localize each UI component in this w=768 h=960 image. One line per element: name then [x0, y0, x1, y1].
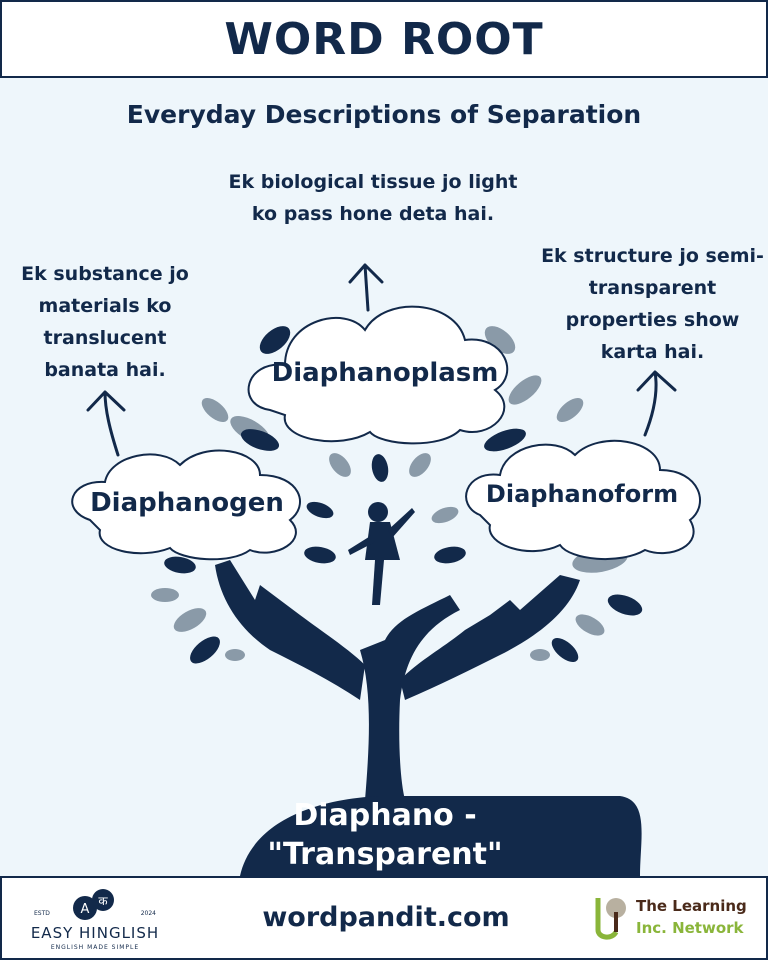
easy-hinglish-name: EASY HINGLISH — [30, 924, 160, 942]
root-word-line1: Diaphano - — [293, 798, 477, 833]
word-diaphanoplasm: Diaphanoplasm — [271, 358, 499, 388]
site-link[interactable]: wordpandit.com — [262, 902, 510, 933]
root-word: Diaphano - "Transparent" — [200, 796, 570, 874]
subtitle: Everyday Descriptions of Separation — [126, 100, 642, 129]
description-diaphanogen: Ek substance jo materials ko translucent… — [21, 263, 189, 381]
svg-text:क: क — [98, 894, 108, 908]
child-figure — [348, 502, 415, 605]
footer: A क ESTD 2024 EASY HINGLISH ENGLISH MADE… — [0, 876, 768, 960]
tree-illustration — [71, 263, 701, 876]
trunk — [360, 595, 460, 800]
svg-text:A: A — [81, 902, 90, 917]
arrows — [86, 263, 677, 457]
header: WORD ROOT — [0, 0, 768, 78]
left-hand — [215, 560, 365, 700]
speech-bubbles-icon: A क — [73, 889, 114, 920]
description-diaphanoform: Ek structure jo semi-transparent propert… — [541, 245, 764, 363]
tree-logo-icon — [595, 898, 626, 940]
easy-hinglish-tagline: ENGLISH MADE SIMPLE — [50, 944, 140, 951]
page-title: WORD ROOT — [224, 13, 544, 65]
word-diaphanogen: Diaphanogen — [90, 488, 284, 518]
ground — [240, 796, 642, 876]
easy-hinglish-logo: A क ESTD 2024 EASY HINGLISH ENGLISH MADE… — [30, 886, 160, 956]
root-word-meaning: "Transparent" — [267, 837, 503, 872]
leaves — [151, 326, 643, 664]
learning-inc-line1: The Learning — [636, 897, 747, 915]
learning-inc-logo: The Learning Inc. Network — [592, 894, 768, 944]
word-diaphanoform: Diaphanoform — [485, 480, 679, 508]
estd-year: 2024 — [140, 910, 156, 917]
clouds — [71, 305, 701, 561]
estd-label: ESTD — [34, 910, 50, 917]
learning-inc-line2: Inc. Network — [636, 919, 744, 937]
right-hand — [400, 575, 580, 700]
description-diaphanoplasm: Ek biological tissue jo light ko pass ho… — [228, 171, 518, 225]
